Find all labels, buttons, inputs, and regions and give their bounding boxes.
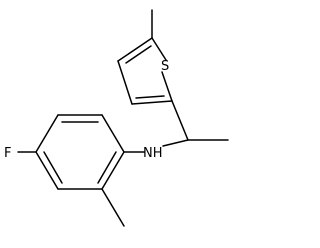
amine-atom-label: NH — [143, 146, 163, 161]
fluorine-atom-label: F — [4, 146, 11, 161]
bond-ar4-ar5-inner — [43, 151, 63, 184]
bond-c2-c3 — [131, 100, 173, 105]
chemical-structure: S NH F — [4, 9, 229, 227]
bond-ar6-ar1-inner — [97, 151, 117, 184]
bond-thiophene-ch — [171, 100, 189, 141]
thiophene-ring — [117, 37, 173, 105]
bond-ar6-ar1 — [101, 151, 125, 190]
bond-ar-methyl — [101, 188, 125, 227]
bond-c4-c5-inner — [125, 45, 152, 64]
bond-c3-c4 — [117, 60, 133, 105]
bond-s-c2 — [161, 71, 173, 102]
bond-ch-nh — [162, 139, 189, 147]
benzene-ring — [35, 114, 125, 190]
bond-c2-c3-inner — [135, 95, 165, 99]
sulfur-atom-label: S — [161, 59, 169, 74]
bond-ar4-ar5 — [35, 151, 59, 190]
bond-c5-s — [151, 37, 167, 61]
bond-c4-c5 — [117, 37, 153, 62]
bond-ar3-ar4 — [35, 114, 59, 153]
bond-ar1-ar2 — [101, 114, 125, 153]
